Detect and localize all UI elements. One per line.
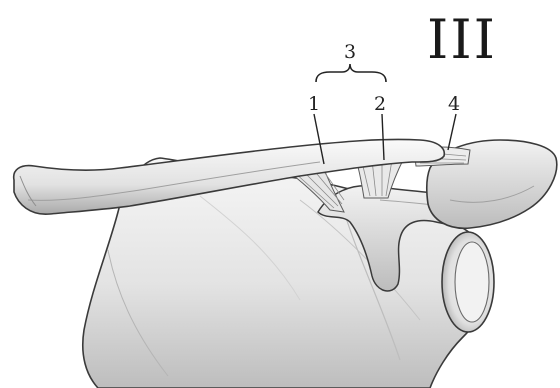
glenoid-fossa xyxy=(442,232,494,332)
label-4: 4 xyxy=(448,93,460,115)
grade-numeral: III xyxy=(427,8,497,71)
label-1: 1 xyxy=(308,93,320,115)
label-4-leader xyxy=(448,114,456,150)
label-2: 2 xyxy=(374,93,386,115)
label-3-bracket xyxy=(316,64,386,82)
label-3: 3 xyxy=(344,41,356,63)
